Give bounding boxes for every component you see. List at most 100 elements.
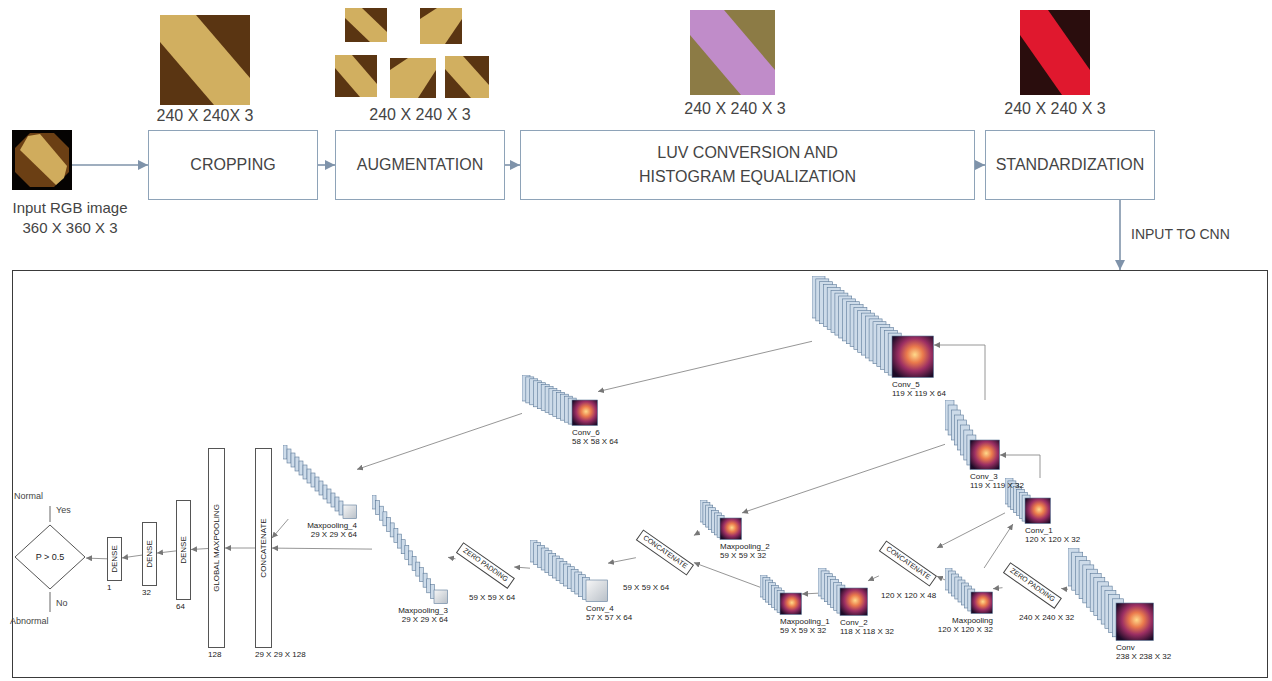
feature-map-face [343,505,357,519]
layer-size: 57 X 57 X 64 [586,613,632,622]
tissue-fold [420,8,462,44]
tissue-fold [690,10,775,95]
process-box: STANDARDIZATION [985,130,1155,200]
bar-size: 64 [176,602,191,612]
feature-map-slab [295,457,299,471]
layer-stack: Maxpooling_259 X 59 X 32 [700,500,770,560]
feature-map-face [892,336,934,378]
edge-label: 240 X 240 X 32 [1018,614,1075,623]
tissue-fold [335,55,377,97]
layer-size: 120 X 120 X 32 [1025,535,1080,544]
feature-map-face [840,588,868,616]
feature-map-stack [530,540,608,602]
process-label: CROPPING [190,153,275,177]
bar-size: 1 [107,583,122,593]
diamond-outline [15,525,85,589]
feature-map-slab [311,473,315,487]
tissue-fold [345,8,387,42]
layer-stack: Conv_3119 X 119 X 32 [945,400,1024,490]
luv-image [690,10,775,95]
layer-connector [357,413,522,469]
layer-stack: Maxpooling_429 X 29 X 64 [283,445,357,539]
layer-size: 29 X 29 X 64 [402,615,448,624]
layer-stack: Maxpooling_159 X 59 X 32 [760,575,830,635]
layer-caption: Conv_3119 X 119 X 32 [945,472,1024,490]
operation-label: CONCATENATE [641,533,688,570]
feature-map-stack [818,568,868,616]
image-background [12,130,72,190]
layer-name: Conv_3 [970,472,998,481]
cnn-frame: INPUT TO CNNConv238 X 238 X 32ZERO PADDI… [12,270,1268,678]
layer-connector [272,519,288,538]
feature-map-stack [372,495,448,604]
feature-map-stack [283,445,357,519]
feature-map-face [434,590,448,604]
layer-caption: Conv238 X 238 X 32 [1068,643,1172,661]
tissue-fold [1020,10,1090,95]
feature-map-slab [287,449,291,463]
operation-label: ZERO PADDING [461,546,509,583]
layer-size: 29 X 29 X 64 [311,530,357,539]
layer-name: Conv_5 [892,380,920,389]
endoscope-view [15,133,69,187]
input-image: Input RGB image 360 X 360 X 3 [6,130,134,239]
layer-name: Maxpooling_4 [307,521,357,530]
feature-map-slab [339,501,343,515]
layer-name: Maxpooling_3 [398,606,448,615]
pipeline-arrow [72,164,148,166]
operation-box: ZERO PADDING [1003,562,1062,608]
operation-box: CONCATENATE [636,529,694,575]
dense-layer: DENSE1 [107,537,122,593]
branch-label: No [56,598,68,608]
augmented-image [335,55,377,97]
feature-map-stack [812,276,934,378]
outcome-line [50,506,51,522]
branch-label: Yes [56,505,71,515]
operation-label: ZERO PADDING [1008,566,1056,603]
layer-size: 59 X 59 X 32 [780,626,826,635]
feature-map-face [780,593,802,615]
feature-map-face [1116,603,1154,641]
tissue-fold [390,58,436,98]
layer-connector [122,555,142,558]
feature-map-slab [323,485,327,499]
process-label: AUGMENTATION [357,153,484,177]
feature-map-face [971,592,993,614]
tissue-fold [445,56,489,98]
bar-size: 128 [208,650,225,660]
layer-stack: Conv_658 X 58 X 64 [522,375,619,446]
layer-connector [868,576,879,581]
augmented-image [345,8,387,42]
feature-map-face [1025,498,1051,524]
bar-label: DENSE [146,540,154,568]
layer-name: Maxpooling_2 [720,542,770,551]
layer-name: Conv_1 [1025,526,1053,535]
layer-stack: Maxpooling120 X 120 X 32 [937,568,993,634]
layer-connector [984,524,1013,568]
tissue-fold [20,134,67,185]
pipeline-arrow [975,164,985,166]
layer-name: Conv_4 [586,604,614,613]
layer-stack: Conv_2118 X 118 X 32 [818,568,894,636]
decision-label: P > 0.5 [36,552,65,562]
layer-connector [1061,588,1068,590]
layer-connector [742,444,945,513]
feature-map-stack [760,575,802,615]
layer-caption: Conv_457 X 57 X 64 [530,604,633,622]
process-box: LUV CONVERSION AND HISTOGRAM EQUALIZATIO… [520,130,975,200]
layer-connector [608,558,636,564]
outcome-label: Abnormal [10,616,49,626]
standardized-image [1020,10,1090,95]
layer-connector [448,557,456,559]
layer-size: 238 X 238 X 32 [1116,652,1171,661]
dense-layer: DENSE64 [176,500,191,612]
layer-connector [694,563,760,588]
feature-map-stack [522,375,598,426]
layer-caption: Conv_5119 X 119 X 64 [812,380,946,398]
layer-caption: Maxpooling120 X 120 X 32 [937,616,993,634]
layer-bar: DENSE [142,522,157,586]
layer-size: 118 X 118 X 32 [840,627,894,636]
feature-map-slab [299,461,303,475]
feature-map-slab [303,465,307,479]
